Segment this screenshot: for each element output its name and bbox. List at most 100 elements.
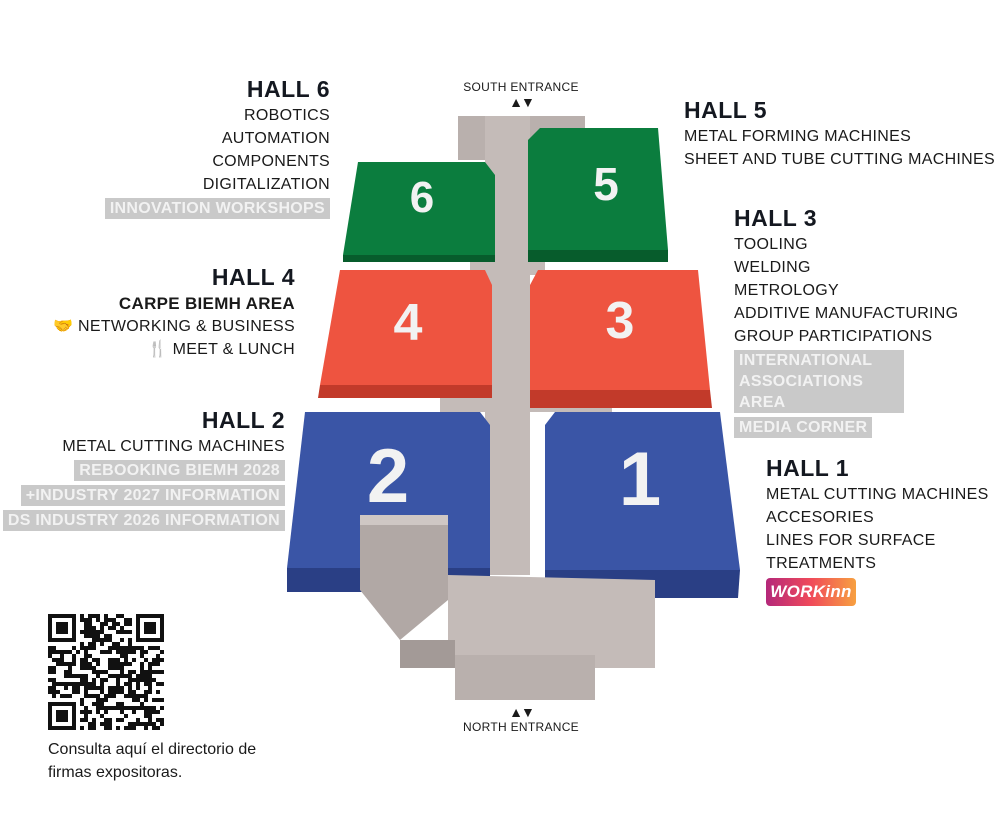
south-entrance: SOUTH ENTRANCE ▲▼ xyxy=(441,80,601,110)
qr-module xyxy=(60,658,64,662)
qr-module xyxy=(72,674,76,678)
qr-module xyxy=(124,726,128,730)
qr-module xyxy=(128,682,132,686)
qr-module xyxy=(136,686,140,690)
qr-module xyxy=(48,678,52,682)
qr-module xyxy=(88,722,92,726)
qr-module xyxy=(92,718,96,722)
qr-module xyxy=(84,666,88,670)
qr-module xyxy=(156,698,160,702)
qr-module xyxy=(132,678,136,682)
qr-module xyxy=(80,702,84,706)
hall-2-info: HALL 2 METAL CUTTING MACHINES REBOOKING … xyxy=(2,405,285,533)
qr-module xyxy=(96,702,100,706)
qr-module xyxy=(60,650,64,654)
qr-module xyxy=(116,678,120,682)
qr-module xyxy=(120,662,124,666)
qr-module xyxy=(152,646,156,650)
qr-module xyxy=(52,686,56,690)
media-corner-tag[interactable]: MEDIA CORNER xyxy=(734,417,873,438)
qr-module xyxy=(160,658,164,662)
international-associations-tag[interactable]: INTERNATIONAL ASSOCIATIONS AREA xyxy=(734,350,904,413)
qr-module xyxy=(104,670,108,674)
qr-module xyxy=(64,650,68,654)
hall-1[interactable]: 1 xyxy=(545,412,740,598)
qr-module xyxy=(96,686,100,690)
qr-module xyxy=(100,690,104,694)
qr-module xyxy=(116,674,120,678)
qr-module xyxy=(84,714,88,718)
qr-module xyxy=(132,726,136,730)
qr-module xyxy=(124,622,128,626)
hall-4[interactable]: 4 xyxy=(318,270,492,398)
qr-module xyxy=(112,658,116,662)
qr-module xyxy=(144,678,148,682)
hall-6-info: HALL 6 ROBOTICS AUTOMATION COMPONENTS DI… xyxy=(104,74,330,221)
qr-module xyxy=(128,642,132,646)
qr-module xyxy=(84,678,88,682)
qr-module xyxy=(104,722,108,726)
qr-module xyxy=(76,682,80,686)
qr-module xyxy=(156,690,160,694)
qr-module xyxy=(156,726,160,730)
qr-module xyxy=(84,658,88,662)
qr-module xyxy=(128,690,132,694)
qr-module xyxy=(48,666,52,670)
qr-module xyxy=(128,670,132,674)
qr-module xyxy=(92,626,96,630)
qr-module xyxy=(96,618,100,622)
qr-module xyxy=(144,670,148,674)
qr-code[interactable] xyxy=(48,614,164,730)
qr-module xyxy=(92,682,96,686)
qr-module xyxy=(152,670,156,674)
qr-module xyxy=(124,662,128,666)
qr-module xyxy=(72,686,76,690)
qr-module xyxy=(80,630,84,634)
qr-module xyxy=(156,646,160,650)
hall-3[interactable]: 3 xyxy=(530,270,712,408)
north-entrance: ▲▼ NORTH ENTRANCE xyxy=(441,704,601,734)
qr-module xyxy=(80,682,84,686)
qr-module xyxy=(56,650,60,654)
qr-module xyxy=(80,710,84,714)
innovation-workshops-tag[interactable]: INNOVATION WORKSHOPS xyxy=(104,198,330,219)
hall-6[interactable]: 6 xyxy=(343,162,495,262)
qr-module xyxy=(112,626,116,630)
qr-module xyxy=(160,650,164,654)
qr-module xyxy=(144,682,148,686)
qr-module xyxy=(116,682,120,686)
qr-module xyxy=(140,650,144,654)
qr-module xyxy=(84,718,88,722)
hall-5[interactable]: 5 xyxy=(528,128,668,262)
hall-5-title: HALL 5 xyxy=(684,97,768,123)
qr-module xyxy=(112,666,116,670)
qr-module xyxy=(132,650,136,654)
qr-module xyxy=(148,666,152,670)
qr-module xyxy=(120,646,124,650)
qr-module xyxy=(140,654,144,658)
qr-module xyxy=(72,682,76,686)
qr-module xyxy=(144,722,148,726)
qr-module xyxy=(108,726,112,730)
qr-module xyxy=(96,630,100,634)
qr-module xyxy=(148,682,152,686)
ds-industry-2026-tag[interactable]: DS INDUSTRY 2026 INFORMATION xyxy=(2,510,285,531)
qr-module xyxy=(144,674,148,678)
qr-module xyxy=(48,646,52,650)
qr-module xyxy=(56,658,60,662)
qr-module xyxy=(48,654,52,658)
qr-module xyxy=(112,706,116,710)
qr-module xyxy=(140,646,144,650)
qr-module xyxy=(88,642,92,646)
qr-module xyxy=(120,702,124,706)
qr-module xyxy=(64,674,68,678)
hall-4-item: NETWORKING & BUSINESS xyxy=(78,318,295,335)
industry-2027-tag[interactable]: +INDUSTRY 2027 INFORMATION xyxy=(20,485,285,506)
rebooking-tag[interactable]: REBOOKING BIEMH 2028 xyxy=(74,460,285,481)
qr-module xyxy=(148,674,152,678)
qr-module xyxy=(128,706,132,710)
qr-module xyxy=(116,614,120,618)
qr-module xyxy=(144,650,148,654)
qr-module xyxy=(100,702,104,706)
qr-module xyxy=(128,638,132,642)
